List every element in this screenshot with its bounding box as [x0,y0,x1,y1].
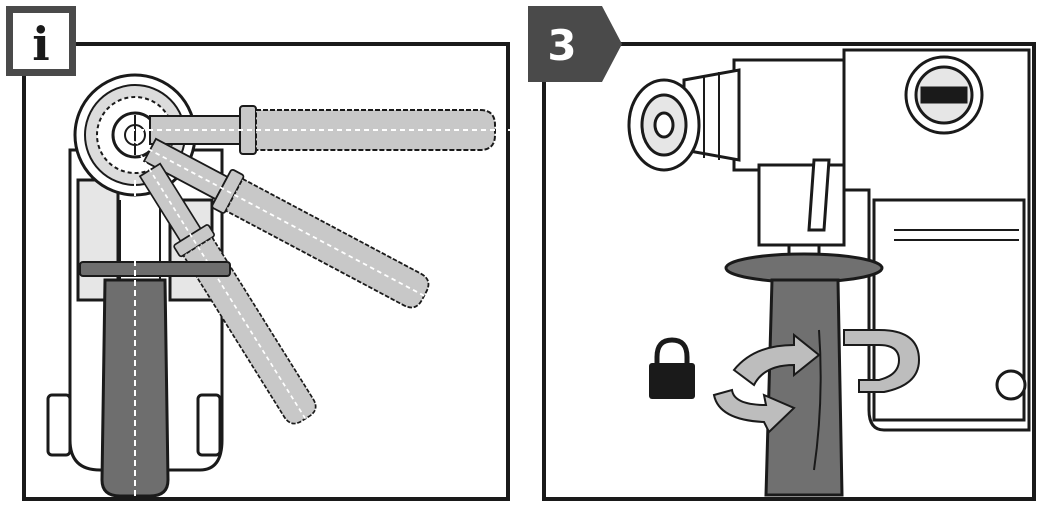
drill-body [842,48,1031,432]
handle-position-vertical [79,180,231,500]
panel-frame [22,42,510,501]
handle-collar [757,158,846,265]
svg-text:3: 3 [547,21,576,70]
chuck-side-view [627,58,846,172]
info-panel: i [6,6,511,501]
clockwise-rotation-icon [712,329,921,434]
info-badge: i [6,6,76,76]
step-3-panel: 3 [524,0,1048,509]
lock-icon [649,337,695,399]
tighten-handle-illustration: 3 [528,6,1036,501]
panel-frame [542,42,1036,501]
handle-positions-illustration: i [6,6,511,501]
info-icon: i [32,17,49,71]
step-number-badge: 3 [528,6,622,82]
